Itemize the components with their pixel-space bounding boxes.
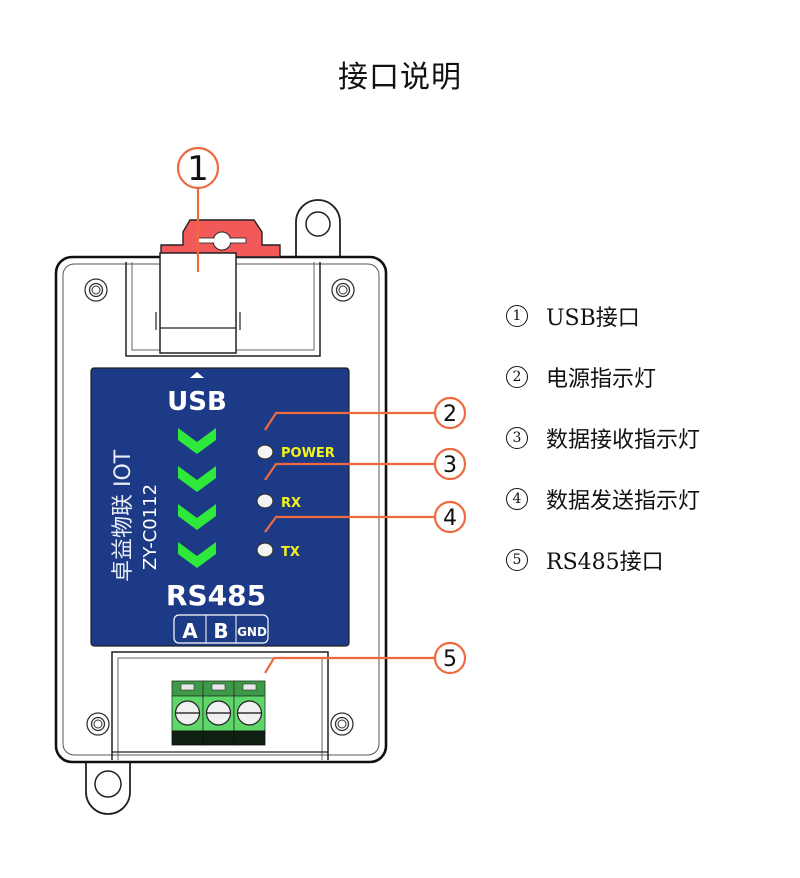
rs485-label: RS485: [166, 579, 266, 612]
chevron-down-icon: [178, 428, 216, 454]
chevron-down-icon: [178, 466, 216, 492]
legend-item-rx-led: 3 数据接收指示灯: [506, 407, 700, 468]
callout-number: 3: [443, 453, 457, 478]
callout-number: 1: [187, 149, 209, 189]
legend-text: RS485接口: [546, 549, 664, 575]
callouts: 1 2 3 4 5: [176, 146, 467, 675]
callout-circle: [176, 146, 220, 190]
direction-arrows: [178, 428, 216, 568]
legend-text: USB接口: [546, 305, 640, 331]
legend-text: 电源指示灯: [546, 366, 657, 392]
legend-number: 3: [506, 426, 528, 449]
screw-bottom-right: [330, 712, 354, 736]
callout-circle: [433, 500, 467, 534]
bottom-mounting-ear: [85, 760, 131, 815]
callout-leader-line: [264, 462, 435, 481]
legend-item-tx-led: 4 数据发送指示灯: [506, 468, 700, 529]
terminal-release-slot: [242, 683, 257, 691]
legend-text: 数据接收指示灯: [546, 427, 701, 453]
led-tx: TX: [256, 542, 300, 560]
usb-arrow-up-icon: [190, 372, 204, 378]
terminal-release-slot: [180, 683, 195, 691]
chevron-down-icon: [178, 542, 216, 568]
callout-number: 4: [443, 506, 457, 531]
terminal-label-a: A: [182, 619, 198, 643]
led-rx: RX: [256, 493, 301, 511]
terminal-label-box: [173, 614, 269, 644]
screw-top-left: [84, 278, 108, 302]
legend: 1 USB接口 2 电源指示灯 3 数据接收指示灯 4 数据发送指示灯 5 RS485接口: [506, 285, 700, 590]
callout-number: 5: [443, 647, 457, 672]
rs485-terminal-block: [171, 680, 266, 746]
usb-label: USB: [167, 387, 227, 417]
callout-leader-line: [264, 515, 435, 533]
terminal-wire-entry: [171, 730, 204, 746]
label-panel: USB 卓益物联 IOT ZY-C0112 RS485 A B GND: [90, 367, 350, 647]
model-label: ZY-C0112: [140, 484, 161, 570]
legend-text: 数据发送指示灯: [546, 488, 701, 514]
callout-circle: [433, 641, 467, 675]
top-mounting-ear: [295, 199, 341, 260]
screw-top-right: [331, 278, 355, 302]
terminal-wire-entry: [202, 730, 235, 746]
brand-label: 卓益物联 IOT: [111, 449, 136, 582]
legend-number: 2: [506, 365, 528, 388]
terminal-label-b: B: [213, 619, 228, 643]
legend-number: 5: [506, 548, 528, 571]
callout-circle: [433, 447, 467, 481]
terminal-label-gnd: GND: [237, 625, 267, 639]
terminal-wire-entry: [233, 730, 266, 746]
screw-bottom-left: [86, 712, 110, 736]
chevron-down-icon: [178, 504, 216, 530]
callout-leader-line: [264, 656, 435, 674]
led-rx-label: RX: [281, 496, 301, 511]
legend-number: 1: [506, 304, 528, 327]
callout-leader-line: [264, 411, 435, 431]
callout-number: 2: [443, 402, 457, 427]
legend-item-rs485: 5 RS485接口: [506, 529, 700, 590]
led-tx-label: TX: [281, 545, 300, 560]
led-power-label: POWER: [281, 446, 335, 461]
callout-circle: [433, 396, 467, 430]
legend-item-power-led: 2 电源指示灯: [506, 346, 700, 407]
legend-item-usb: 1 USB接口: [506, 285, 700, 346]
terminal-release-slot: [211, 683, 226, 691]
legend-number: 4: [506, 487, 528, 510]
page-title: 接口说明: [338, 60, 462, 95]
led-power: POWER: [256, 444, 335, 461]
